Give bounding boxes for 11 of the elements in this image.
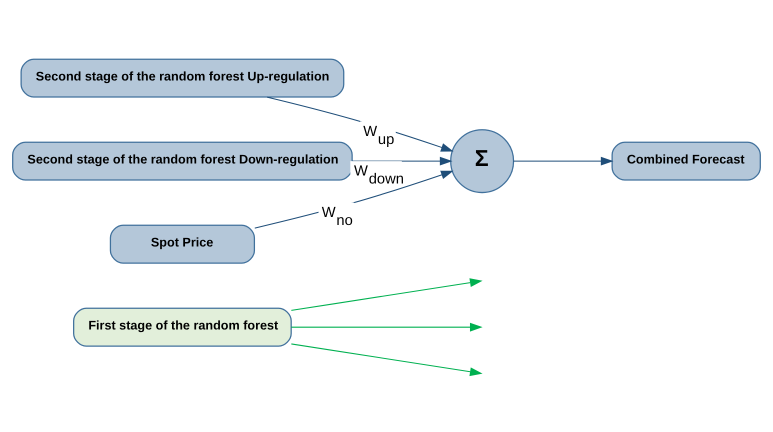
- node-box: Combined Forecast: [612, 141, 761, 180]
- node-box: Second stage of the random forest Up-regulation: [20, 58, 344, 98]
- node-circle: Σ: [450, 128, 514, 193]
- arrow: [254, 170, 454, 228]
- node-box: Second stage of the random forest Down-regulation: [12, 141, 353, 180]
- arrow: [291, 278, 483, 310]
- arrow: [291, 342, 483, 376]
- node-box: First stage of the random forest: [73, 307, 292, 346]
- arrow: [291, 322, 483, 332]
- arrow: [513, 156, 614, 166]
- node-box: Spot Price: [110, 224, 256, 264]
